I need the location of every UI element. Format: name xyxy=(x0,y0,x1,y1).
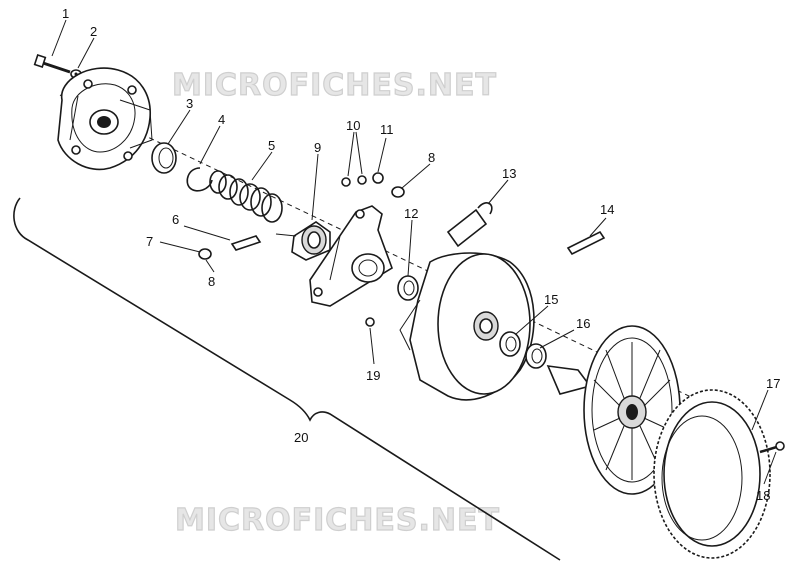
part-6-pin xyxy=(230,235,262,251)
label-8-right: 8 xyxy=(428,150,435,165)
part-17-ring-gear xyxy=(653,389,771,559)
part-11-washers xyxy=(372,172,384,184)
label-7: 7 xyxy=(146,234,153,249)
part-1-bolt xyxy=(33,54,71,74)
leader-lines xyxy=(51,19,777,485)
label-1: 1 xyxy=(62,6,69,21)
part-15-ring xyxy=(499,331,521,357)
label-20: 20 xyxy=(294,430,308,445)
part-18-bolt xyxy=(759,441,785,454)
part-8-bushing-right xyxy=(391,186,405,198)
part-8-bushing-left xyxy=(198,248,212,260)
part-14-pin xyxy=(566,230,606,256)
label-8-left: 8 xyxy=(208,274,215,289)
part-13-clip xyxy=(446,202,493,248)
label-5: 5 xyxy=(268,138,275,153)
watermark-top: MICROFICHES.NET xyxy=(172,68,497,103)
label-16: 16 xyxy=(576,316,590,331)
part-4-snap-ring xyxy=(186,167,213,192)
label-18: 18 xyxy=(756,488,770,503)
label-6: 6 xyxy=(172,212,179,227)
label-15: 15 xyxy=(544,292,558,307)
label-12: 12 xyxy=(404,206,418,221)
label-10: 10 xyxy=(346,118,360,133)
center-axis xyxy=(59,94,761,431)
assembly-bracket-20 xyxy=(13,197,561,561)
label-2: 2 xyxy=(90,24,97,39)
part-16-ring xyxy=(525,343,547,369)
part-10-nuts xyxy=(341,175,367,187)
label-3: 3 xyxy=(186,96,193,111)
label-11: 11 xyxy=(380,122,394,137)
part-5-spring xyxy=(209,170,283,223)
watermark-bottom: MICROFICHES.NET xyxy=(175,503,500,538)
label-4: 4 xyxy=(218,112,225,127)
part-3-ring xyxy=(151,142,177,174)
moveable-sheave xyxy=(399,252,535,401)
spider-arm xyxy=(309,205,393,307)
label-14: 14 xyxy=(600,202,614,217)
label-19: 19 xyxy=(366,368,380,383)
part-12-ring xyxy=(397,275,419,301)
label-9: 9 xyxy=(314,140,321,155)
label-17: 17 xyxy=(766,376,780,391)
part-19-screw xyxy=(365,317,375,327)
label-13: 13 xyxy=(502,166,516,181)
part-9-roller xyxy=(275,221,331,261)
cover-housing xyxy=(57,67,153,171)
